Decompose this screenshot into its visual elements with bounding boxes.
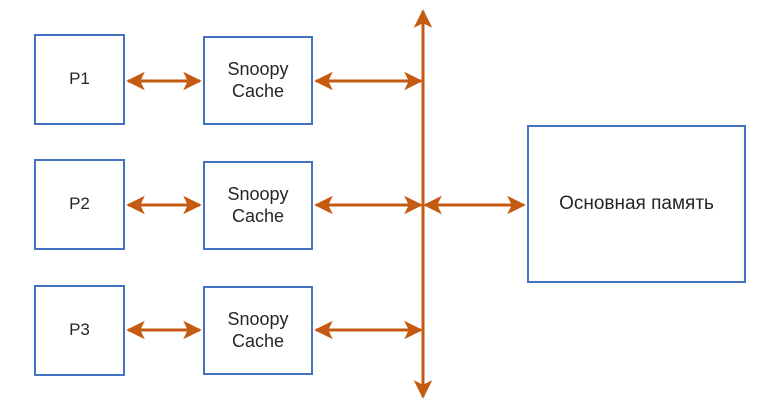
main-memory-box[interactable]: Основная память [527, 125, 746, 283]
snoopy-cache-box-1[interactable]: Snoopy Cache [203, 36, 313, 125]
processor-box-p2[interactable]: P2 [34, 159, 125, 250]
processor-box-p3[interactable]: P3 [34, 285, 125, 376]
snoopy-cache-box-2[interactable]: Snoopy Cache [203, 161, 313, 250]
processor-box-p1[interactable]: P1 [34, 34, 125, 125]
snoopy-cache-box-3[interactable]: Snoopy Cache [203, 286, 313, 375]
